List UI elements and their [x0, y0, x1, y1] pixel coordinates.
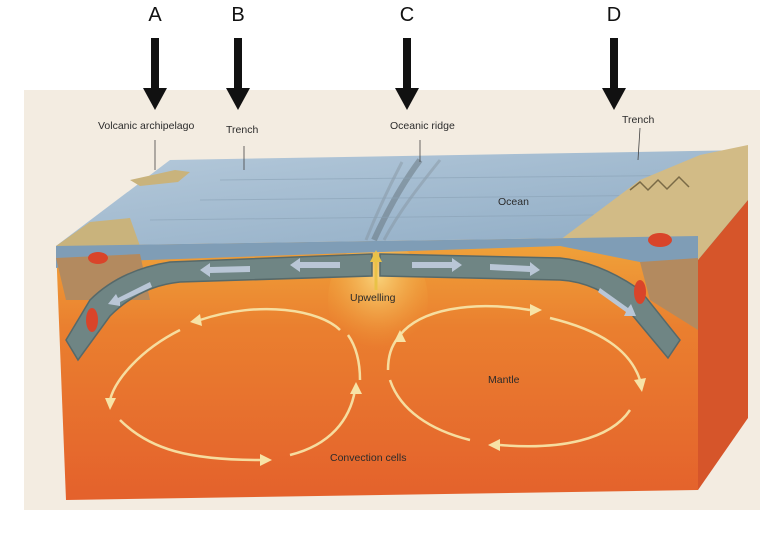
marker-arrow-a-icon: [143, 38, 167, 110]
marker-letter-b: B: [231, 4, 245, 26]
plate-motion-arrows: [108, 258, 636, 316]
volcanic-archipelago-island: [130, 170, 190, 186]
marker-letter-c: C: [399, 4, 415, 26]
left-arc-land: [56, 218, 140, 246]
convection-cells-arrows: [108, 304, 642, 462]
convection-arrowheads: [105, 304, 646, 466]
label-trench-right: Trench: [622, 114, 655, 126]
label-volcanic-archipelago: Volcanic archipelago: [98, 120, 195, 132]
marker-letter-d: D: [606, 4, 622, 26]
marker-letter-a: A: [148, 4, 162, 26]
ridge-texture: [371, 158, 423, 242]
marker-arrow-b-icon: [226, 38, 250, 110]
label-upwelling: Upwelling: [350, 292, 396, 304]
label-trench-left: Trench: [226, 124, 259, 136]
magma-bodies: [86, 233, 672, 332]
mantle-front: [56, 236, 698, 500]
marker-arrow-c-icon: [395, 38, 419, 110]
right-crust-front: [640, 258, 698, 330]
label-oceanic-ridge: Oceanic ridge: [390, 120, 455, 132]
oceanic-plate-left: [65, 253, 373, 362]
right-continent-land: [560, 145, 748, 262]
label-ocean: Ocean: [498, 196, 529, 208]
marker-arrow-d-icon: [602, 38, 626, 110]
oceanic-plate-right: [379, 253, 681, 360]
label-convection-cells: Convection cells: [330, 452, 407, 464]
label-mantle: Mantle: [488, 374, 520, 386]
